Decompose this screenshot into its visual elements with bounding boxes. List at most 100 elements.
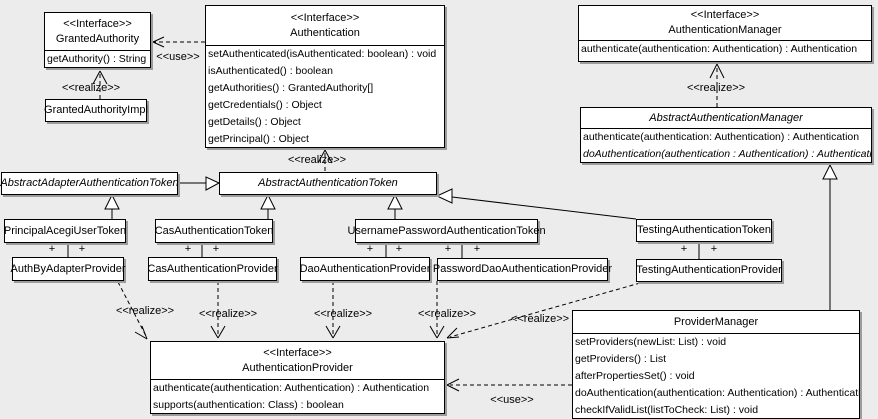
class-box-granted-authority-impl[interactable]: GrantedAuthorityImpl: [44, 99, 148, 122]
title-compartment: CasAuthenticationToken: [155, 220, 274, 242]
generalization-edge-cas-token: [260, 193, 276, 219]
title-compartment: PrincipalAcegiUserToken: [3, 220, 127, 242]
realize-edge-password-dao-provider: [429, 281, 445, 339]
plus-mark: +: [710, 243, 718, 255]
method-label: isAuthenticated() : boolean: [208, 65, 333, 77]
class-name-label: UsernamePasswordAuthenticationToken: [347, 224, 546, 237]
method-label: getAuthorities() : GrantedAuthority[]: [208, 82, 374, 94]
methods-compartment: authenticate(authentication: Authenticat…: [581, 129, 871, 163]
method-label: authenticate(authentication: Authenticat…: [583, 131, 860, 143]
realize-label-auth-by-adapter: <<realize>>: [115, 305, 175, 317]
title-compartment: DaoAuthenticationProvider: [299, 258, 431, 280]
generalization-edge-adapter-token: [178, 176, 221, 191]
class-name-label: TestingAuthenticationProvider: [636, 264, 782, 276]
class-name-label: PrincipalAcegiUserToken: [3, 224, 127, 237]
method-label: getDetails() : Object: [208, 116, 301, 128]
plus-mark: +: [680, 243, 688, 255]
realize-edge-dao-provider: [325, 281, 341, 339]
class-box-username-password-authentication-token[interactable]: UsernamePasswordAuthenticationToken: [347, 219, 546, 243]
generalization-edge-username-password-token: [387, 193, 403, 219]
realize-label-authentication: <<realize>>: [287, 154, 347, 166]
class-box-cas-authentication-token[interactable]: CasAuthenticationToken: [155, 219, 273, 243]
plus-mark: +: [48, 243, 56, 255]
title-compartment: <<Interface>> GrantedAuthority: [45, 13, 150, 51]
class-name-label: TestingAuthenticationToken: [637, 224, 771, 236]
class-box-authentication-provider[interactable]: <<Interface>> AuthenticationProvider authe…: [150, 341, 445, 414]
realize-label-dao: <<realize>>: [313, 308, 373, 320]
method-label: checkIfValidList(listToCheck: List) : vo…: [575, 404, 759, 416]
stereotype-label: <<Interface>>: [263, 346, 332, 359]
class-name-label: GrantedAuthority: [55, 32, 140, 45]
method-label: supports(authentication: Class) : boolea…: [153, 399, 344, 411]
class-box-testing-authentication-provider[interactable]: TestingAuthenticationProvider: [636, 259, 782, 282]
class-box-abstract-authentication-token[interactable]: AbstractAuthenticationToken: [219, 172, 437, 195]
class-box-abstract-authentication-manager[interactable]: AbstractAuthenticationManager authenticat…: [580, 107, 872, 163]
realize-label-testing: <<realize>>: [510, 313, 570, 325]
plus-mark: +: [473, 243, 481, 255]
use-label-provider-manager: <<use>>: [490, 394, 534, 406]
title-compartment: <<Interface>>AuthenticationManager: [579, 6, 871, 41]
class-box-authentication-manager[interactable]: <<Interface>>AuthenticationManager authen…: [578, 5, 872, 62]
class-box-cas-authentication-provider[interactable]: CasAuthenticationProvider: [147, 257, 278, 281]
title-compartment: UsernamePasswordAuthenticationToken: [347, 220, 545, 242]
stereotype-label: <<Interface>>: [63, 17, 132, 30]
generalization-edge-principal-token: [104, 193, 120, 219]
class-box-principal-acegi-user-token[interactable]: PrincipalAcegiUserToken: [4, 219, 126, 243]
title-compartment: CasAuthenticationProvider: [147, 258, 278, 280]
realize-edge-abstract-token-authentication: [317, 149, 333, 171]
method-label: afterPropertiesSet() : void: [575, 370, 695, 382]
title-compartment: AbstractAuthenticationToken: [220, 173, 436, 194]
stereotype-label: <<Interface>>: [290, 11, 360, 24]
class-name-label: CasAuthenticationProvider: [147, 262, 278, 275]
method-label: doAuthentication(authentication : Authen…: [583, 148, 871, 160]
class-name-label: AuthenticationProvider: [242, 361, 353, 374]
title-compartment: GrantedAuthorityImpl: [44, 100, 148, 121]
stereotype-label: <<Interface>>: [690, 9, 760, 21]
plus-mark: +: [444, 243, 452, 255]
class-box-dao-authentication-provider[interactable]: DaoAuthenticationProvider: [300, 257, 430, 281]
class-box-granted-authority[interactable]: <<Interface>> GrantedAuthority getAuthorit…: [44, 12, 151, 68]
method-label: authenticate(authentication: Authenticat…: [581, 43, 858, 55]
methods-compartment: getAuthority() : String: [45, 51, 150, 68]
realize-edge-granted-authority-impl: [92, 70, 108, 99]
class-name-label: AbstractAuthenticationManager: [649, 111, 803, 124]
methods-compartment: authenticate(authentication: Authenticat…: [151, 380, 444, 414]
class-box-abstract-adapter-authentication-token[interactable]: AbstractAdapterAuthenticationToken: [0, 172, 179, 195]
class-box-password-dao-authentication-provider[interactable]: PasswordDaoAuthenticationProvider: [433, 258, 612, 281]
realize-edge-abstract-manager-authentication-manager: [709, 63, 725, 107]
title-compartment: PasswordDaoAuthenticationProvider: [433, 259, 612, 280]
realize-label-cas: <<realize>>: [198, 308, 258, 320]
class-name-label: AuthByAdapterProvider: [10, 262, 126, 275]
use-label-granted-authority: <<use>>: [156, 51, 200, 63]
title-compartment: AbstractAdapterAuthenticationToken: [0, 173, 179, 194]
class-name-label: DaoAuthenticationProvider: [299, 262, 431, 275]
class-box-auth-by-adapter-provider[interactable]: AuthByAdapterProvider: [10, 257, 126, 281]
class-box-testing-authentication-token[interactable]: TestingAuthenticationToken: [636, 219, 772, 242]
title-compartment: TestingAuthenticationToken: [637, 220, 771, 241]
class-name-label: AbstractAuthenticationToken: [258, 177, 398, 189]
realize-label-authentication-manager: <<realize>>: [686, 82, 746, 94]
plus-mark: +: [184, 243, 192, 255]
title-compartment: AbstractAuthenticationManager: [581, 108, 871, 129]
class-name-label: GrantedAuthorityImpl: [44, 104, 148, 116]
title-compartment: TestingAuthenticationProvider: [636, 260, 782, 281]
realize-edge-testing-provider: [446, 282, 641, 339]
class-name-label: Authentication: [290, 26, 360, 39]
class-name-label: AbstractAdapterAuthenticationToken: [0, 177, 179, 189]
use-edge-authentication-granted-authority: [152, 36, 205, 48]
generalization-edge-testing-token: [435, 188, 637, 220]
realize-edge-cas-provider: [210, 281, 226, 339]
title-compartment: AuthByAdapterProvider: [10, 258, 126, 280]
realize-label-granted-authority: <<realize>>: [61, 82, 121, 94]
method-label: doAuthentication(authentication: Authent…: [575, 387, 859, 399]
method-label: getAuthority() : String: [47, 53, 147, 65]
method-label: authenticate(authentication: Authenticat…: [153, 382, 430, 394]
method-label: setProviders(newList: List) : void: [575, 336, 727, 348]
class-name-label: PasswordDaoAuthenticationProvider: [432, 263, 613, 275]
association-edges-token-provider: [67, 242, 700, 259]
method-label: getPrincipal() : Object: [208, 133, 309, 145]
title-compartment: <<Interface>> Authentication: [206, 6, 444, 46]
